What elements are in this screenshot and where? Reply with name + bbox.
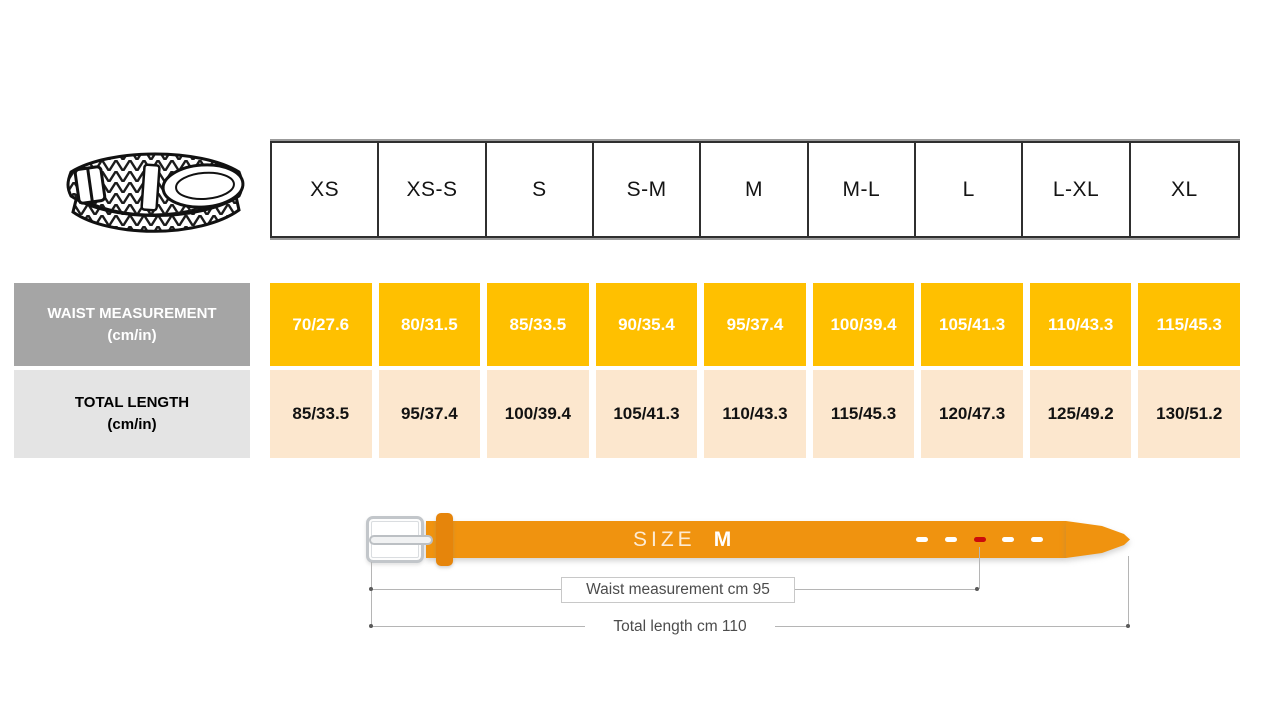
size-header-cell-s: S: [487, 143, 594, 236]
dimension-endpoint: [369, 587, 373, 591]
belt-strap: [426, 521, 1066, 558]
length-value-cell: 100/39.4: [487, 370, 589, 458]
total-length-label: TOTAL LENGTH (cm/in): [14, 370, 250, 458]
size-header-cell-s-m: S-M: [594, 143, 702, 236]
size-value: M: [713, 527, 733, 551]
waist-value-cell: 115/45.3: [1138, 283, 1240, 366]
size-header-cell-xs: XS: [272, 143, 380, 236]
waist-value-cell: 80/31.5: [378, 283, 481, 366]
dimension-endpoint: [369, 624, 373, 628]
size-header-cell-l-xl: L-XL: [1023, 143, 1131, 236]
belt-hole: [945, 537, 957, 542]
waist-label-line1: WAIST MEASUREMENT: [47, 304, 217, 322]
size-header-cell-l: L: [916, 143, 1024, 236]
length-value-cell: 85/33.5: [270, 370, 372, 458]
waist-value-cell: 85/33.5: [487, 283, 589, 366]
length-value-cell: 105/41.3: [595, 370, 698, 458]
sketch-buckle: [73, 165, 107, 205]
sketch-belt-tip: [161, 163, 245, 209]
total-length-caption: Total length cm 110: [585, 614, 775, 639]
dimension-endpoint: [975, 587, 979, 591]
belt-hole: [1002, 537, 1014, 542]
total-length-values: 85/33.5 95/37.4 100/39.4 105/41.3 110/43…: [270, 370, 1240, 458]
length-value-cell: 130/51.2: [1138, 370, 1240, 458]
belt-tip: [1066, 521, 1132, 558]
belt-hole: [1031, 537, 1043, 542]
length-value-cell: 120/47.3: [921, 370, 1023, 458]
size-header-cell-m: M: [701, 143, 809, 236]
braided-belt-icon: [55, 138, 255, 246]
waist-value-cell: 100/39.4: [812, 283, 915, 366]
size-header-cell-xs-s: XS-S: [379, 143, 487, 236]
belt-hole-marker-red: [974, 537, 986, 542]
braided-belt-drawing: [66, 152, 245, 233]
length-value-cell: 115/45.3: [812, 370, 915, 458]
belt-hole: [916, 537, 928, 542]
dimension-endpoint: [1126, 624, 1130, 628]
waist-value-cell: 95/37.4: [704, 283, 806, 366]
waist-value-cell: 110/43.3: [1029, 283, 1132, 366]
buckle-prong: [369, 535, 433, 545]
total-label-line2: (cm/in): [107, 416, 157, 433]
waist-value-cell: 70/27.6: [270, 283, 372, 366]
total-label-line1: TOTAL LENGTH: [74, 394, 190, 412]
dimension-guide-tip: [1128, 556, 1129, 626]
belt-size-text: SIZE M: [633, 521, 732, 558]
waist-value-cell: 90/35.4: [595, 283, 698, 366]
waist-value-cell: 105/41.3: [921, 283, 1023, 366]
belt-keeper-loop: [436, 513, 453, 566]
waist-measurement-values: 70/27.6 80/31.5 85/33.5 90/35.4 95/37.4 …: [270, 283, 1240, 366]
length-value-cell: 125/49.2: [1029, 370, 1132, 458]
size-header-cell-xl: XL: [1170, 177, 1198, 201]
waist-measurement-caption: Waist measurement cm 95: [561, 577, 795, 603]
waist-measurement-label: WAIST MEASUREMENT (cm/in): [14, 283, 250, 366]
length-value-cell: 95/37.4: [378, 370, 481, 458]
dimension-guide-hole: [979, 547, 980, 589]
sketch-belt-tab: [140, 163, 161, 212]
dimension-guide-left: [371, 562, 372, 628]
size-header-row: XS XS-S S S-M M M-L L L-XL XL: [270, 141, 1240, 238]
size-header-cell-m-l: M-L: [809, 143, 916, 236]
length-value-cell: 110/43.3: [704, 370, 806, 458]
size-word: SIZE: [633, 527, 696, 551]
waist-label-line2: (cm/in): [107, 326, 157, 344]
